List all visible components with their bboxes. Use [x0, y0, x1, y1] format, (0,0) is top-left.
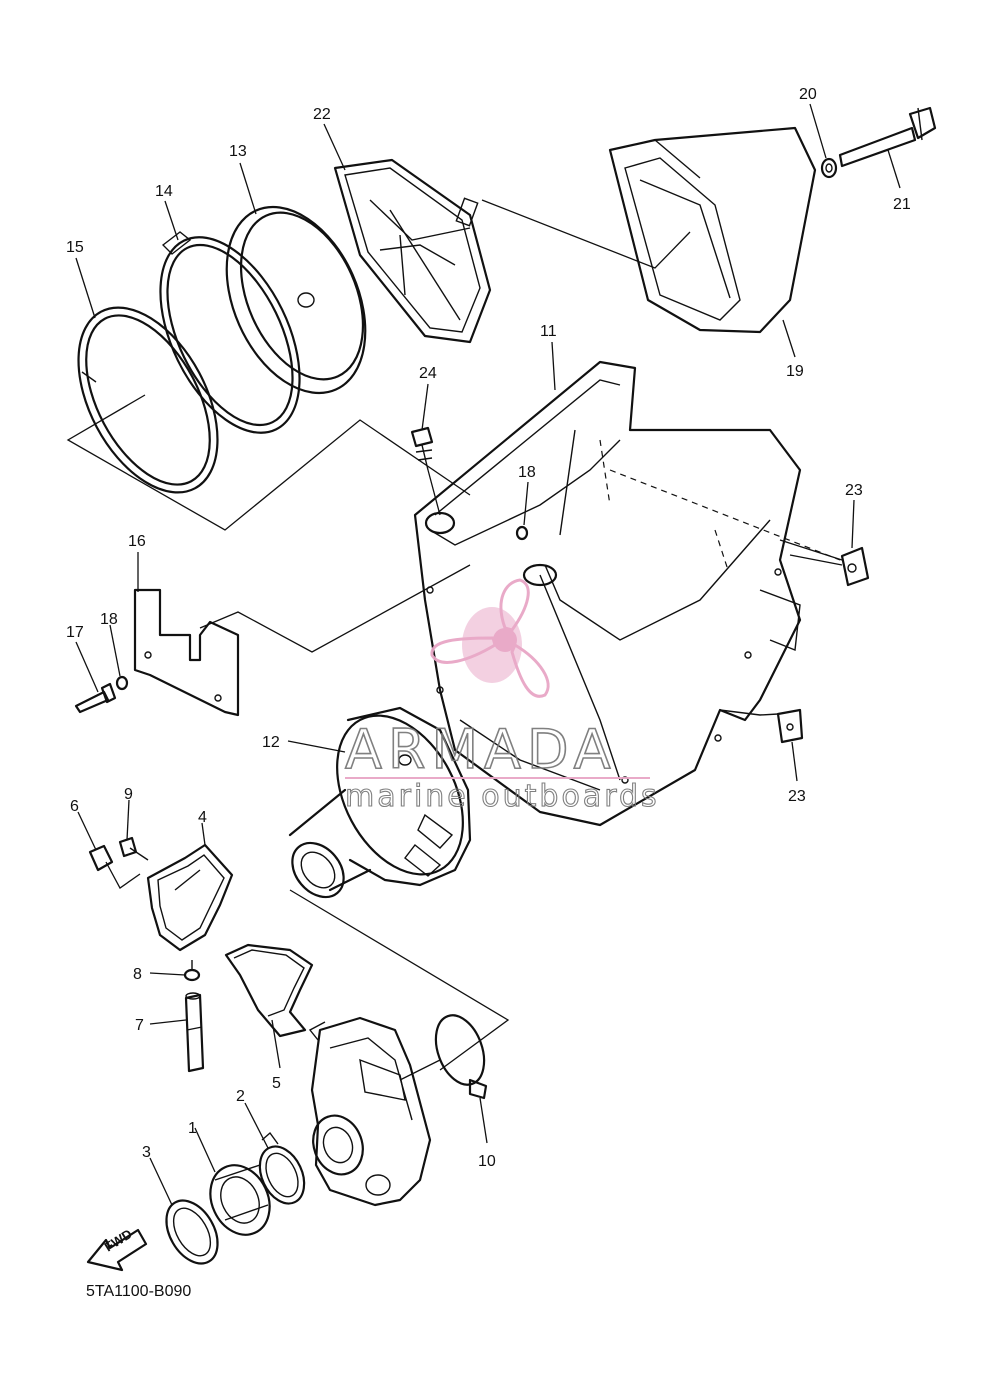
part-label-23-lower: 23: [788, 788, 806, 805]
clamp-2-drawing: [258, 1131, 306, 1205]
watermark-title: ARMADA: [345, 718, 617, 781]
washer-18-lower-drawing: [115, 675, 129, 691]
forward-arrow-label: FWD: [102, 1226, 135, 1254]
assembly-line-16: [199, 564, 471, 653]
part-label-13: 13: [229, 143, 247, 160]
part-label-12: 12: [262, 734, 280, 751]
part-label-7: 7: [135, 1017, 144, 1034]
band-3-drawing: [165, 1199, 219, 1265]
leader-lines: [75, 103, 901, 1206]
clamp-10-drawing: [434, 1014, 488, 1100]
part-label-24: 24: [419, 365, 437, 382]
foam-cone-19-drawing: [608, 126, 817, 334]
washer-8-drawing: [183, 960, 201, 982]
part-label-6: 6: [70, 798, 79, 815]
filter-element-13-drawing: [225, 205, 367, 395]
joint-1-drawing: [209, 1164, 271, 1236]
clip-23-upper-drawing: [840, 546, 870, 587]
part-label-14: 14: [155, 183, 173, 200]
assembly-line-24: [427, 469, 441, 516]
throttle-body-drawing: [308, 1016, 432, 1207]
clip-6-drawing: [88, 844, 114, 872]
ring-14-drawing: [159, 231, 301, 434]
part-label-22: 22: [313, 106, 331, 123]
armada-watermark: ARMADA marine outboards: [344, 578, 660, 815]
part-label-2: 2: [236, 1088, 245, 1105]
filter-cage-22-drawing: [333, 158, 492, 344]
part-label-11: 11: [540, 323, 557, 340]
part-label-8: 8: [133, 966, 142, 983]
part-label-18-lower: 18: [100, 611, 118, 628]
bolt-21-drawing: [838, 106, 937, 168]
washer-18-upper-drawing: [515, 525, 529, 541]
assembly-line-12: [289, 889, 510, 1071]
part-label-19: 19: [786, 363, 804, 380]
forward-arrow-icon: FWD: [86, 1226, 148, 1272]
airbox-11-drawing: [413, 360, 841, 827]
part-label-1: 1: [188, 1120, 197, 1137]
part-label-5: 5: [272, 1075, 281, 1092]
part-label-9: 9: [124, 786, 133, 803]
assembly-line-10: [399, 1059, 441, 1081]
part-label-3: 3: [142, 1144, 151, 1161]
filter-case-12-drawing: [288, 706, 472, 899]
assembly-line-23: [779, 539, 843, 566]
part-label-23-upper: 23: [845, 482, 863, 499]
diagram-code: 5TA1100-B090: [86, 1283, 191, 1300]
washer-20-drawing: [820, 157, 838, 179]
part-label-4: 4: [198, 809, 207, 826]
propeller-logo-icon: [430, 578, 550, 698]
cover-4-drawing: [146, 843, 234, 952]
assembly-line-6: [105, 861, 141, 889]
bolt-9-drawing: [118, 836, 149, 861]
plate-16-drawing: [133, 588, 240, 717]
part-label-16: 16: [128, 533, 146, 550]
part-label-18-upper: 18: [518, 464, 536, 481]
part-label-15: 15: [66, 239, 84, 256]
part-label-21: 21: [893, 196, 911, 213]
clip-23-lower-drawing: [719, 708, 804, 744]
ring-15-drawing: [77, 306, 219, 494]
screw-17-drawing: [74, 682, 117, 714]
gasket-5-drawing: [224, 943, 314, 1038]
part-label-17: 17: [66, 624, 84, 641]
part-number-labels: 1 2 3 4 5 6 7 8 9 10 11 12 13 14 15 16 1…: [66, 86, 911, 1170]
assembly-line-ring-airbox: [66, 394, 471, 531]
watermark-subtitle: marine outboards: [345, 779, 660, 814]
bolt-24-drawing: [410, 426, 434, 471]
pipe-7-drawing: [184, 992, 205, 1073]
part-label-20: 20: [799, 86, 817, 103]
part-label-10: 10: [478, 1153, 496, 1170]
assembly-line-22-19: [481, 199, 691, 269]
